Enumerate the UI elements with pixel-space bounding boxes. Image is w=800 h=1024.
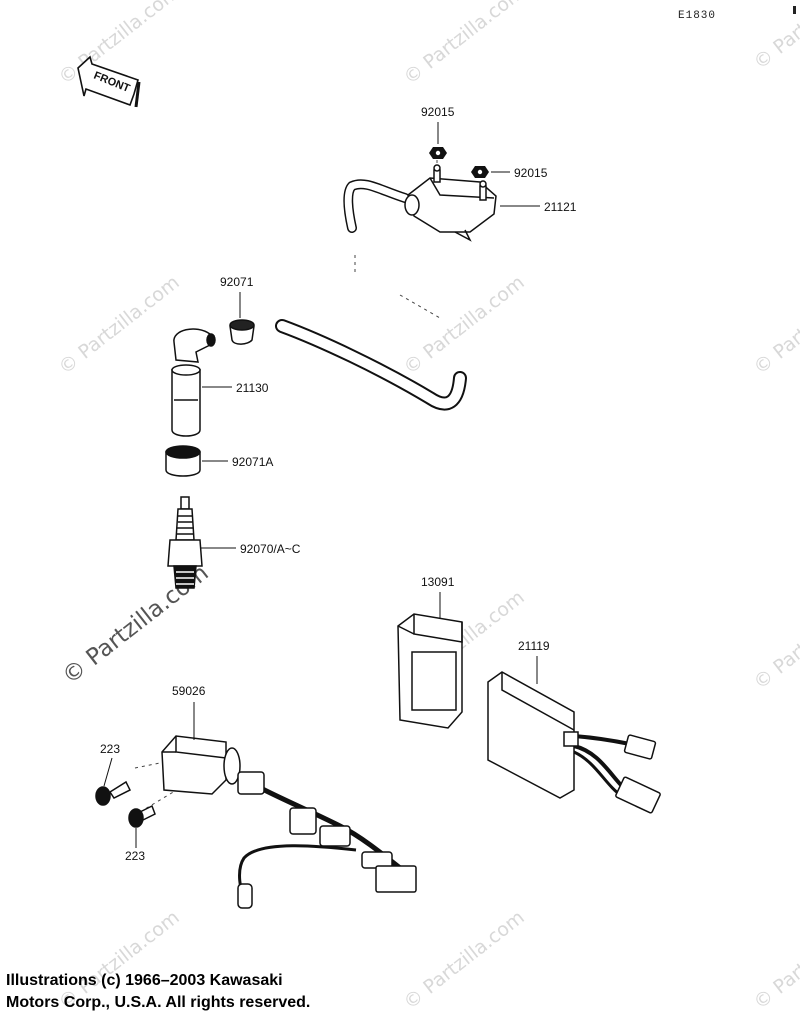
copyright-line-2: Motors Corp., U.S.A. All rights reserved… — [6, 994, 311, 1011]
copyright-line-1: Illustrations (c) 1966–2003 Kawasaki — [6, 972, 283, 989]
watermarks: © Partzilla.com © Partzilla.com © Partzi… — [55, 0, 800, 1014]
part-label-59026: 59026 — [172, 684, 206, 698]
guide-lines — [134, 160, 441, 813]
part-label-92071: 92071 — [220, 275, 254, 289]
part-label-92071A: 92071A — [232, 455, 273, 469]
part-label-223: 223 — [125, 849, 145, 863]
seal-92071 — [229, 319, 255, 345]
watermark: © Partzilla.com — [55, 271, 184, 379]
watermark: © Partzilla.com — [400, 0, 529, 89]
seal-92071A — [165, 445, 201, 477]
part-label-92070: 92070/A~C — [240, 542, 301, 556]
ignition-coil — [343, 164, 497, 242]
part-label-223: 223 — [100, 742, 120, 756]
part-label-92015: 92015 — [514, 166, 548, 180]
copyright-notice: Illustrations (c) 1966–2003 Kawasaki Mot… — [6, 970, 310, 1014]
watermark: © Partzilla.com — [750, 906, 800, 1014]
nut-92015-side — [471, 166, 489, 178]
bolt-223-lower — [128, 804, 156, 828]
part-label-21130: 21130 — [236, 381, 269, 395]
watermark: © Partzilla.com — [400, 271, 529, 379]
part-label-13091: 13091 — [421, 575, 455, 589]
plug-cap-21130 — [171, 328, 216, 437]
part-label-21121: 21121 — [544, 200, 577, 214]
part-label-92015: 92015 — [421, 105, 455, 119]
front-arrow: FRONT — [77, 55, 141, 108]
watermark: © Partzilla.com — [750, 0, 800, 74]
nut-92015-top — [429, 147, 447, 159]
watermark: © Partzilla.com — [750, 271, 800, 379]
cdi-unit-21119 — [487, 671, 661, 814]
watermark: © Partzilla.com — [400, 906, 529, 1014]
corner-mark — [793, 6, 796, 14]
igniter-13091 — [397, 613, 463, 729]
pickup-coil-59026 — [161, 735, 417, 909]
part-label-21119: 21119 — [518, 639, 550, 653]
part-labels: 92015 92015 21121 92071 21130 92071A 920… — [100, 105, 577, 863]
spark-plug-92070 — [167, 496, 203, 589]
watermark: © Partzilla.com — [750, 586, 800, 694]
leader-lines — [103, 122, 540, 848]
diagram-code: E1830 — [678, 10, 716, 22]
bolt-223-upper — [95, 780, 132, 806]
high-tension-lead — [275, 319, 467, 411]
